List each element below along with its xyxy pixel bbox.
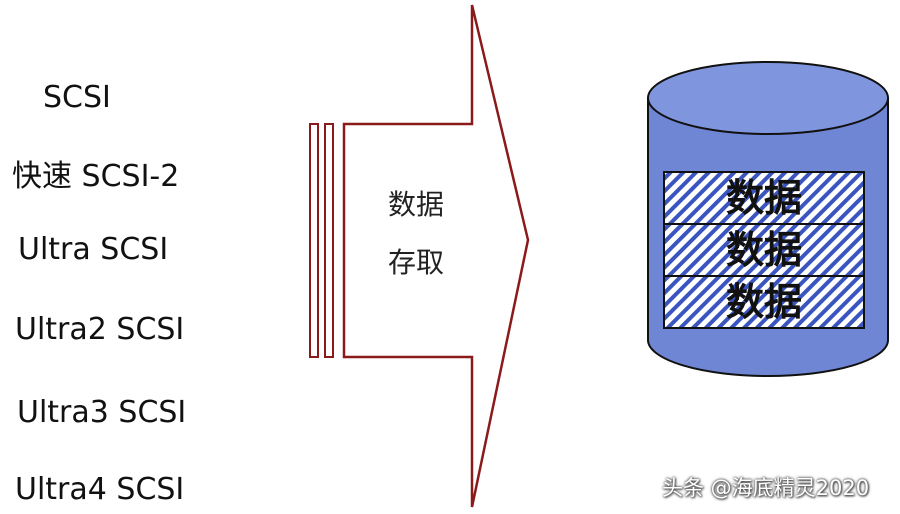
- arrow-label-line1: 数据: [388, 188, 445, 221]
- data-block-label-1: 数据: [725, 176, 802, 220]
- cylinder-top: [647, 61, 889, 135]
- watermark-text: 头条 @海底精灵2020: [662, 476, 870, 500]
- standard-scsi: SCSI: [43, 80, 111, 115]
- data-block-3: [663, 275, 865, 329]
- arrow-tail-bar-1: [309, 123, 319, 358]
- database-cylinder: [647, 61, 889, 377]
- standard-ultra2-scsi: Ultra2 SCSI: [15, 312, 185, 347]
- scsi-standards-list: SCSI 快速 SCSI-2 Ultra SCSI Ultra2 SCSI Ul…: [0, 0, 240, 514]
- standard-ultra3-scsi: Ultra3 SCSI: [17, 395, 187, 430]
- data-block-1: [663, 171, 865, 225]
- arrow-label-line2: 存取: [388, 246, 445, 279]
- data-block-label-2: 数据: [725, 228, 802, 272]
- standard-fast-scsi-2: 快速 SCSI-2: [12, 159, 180, 194]
- data-access-arrow: [309, 4, 530, 508]
- arrow-tail-bar-2: [324, 123, 334, 358]
- arrow-body: [342, 4, 530, 508]
- data-block-label-3: 数据: [725, 280, 802, 324]
- data-block-2: [663, 223, 865, 277]
- standard-ultra4-scsi: Ultra4 SCSI: [15, 472, 185, 507]
- standard-ultra-scsi: Ultra SCSI: [18, 232, 169, 267]
